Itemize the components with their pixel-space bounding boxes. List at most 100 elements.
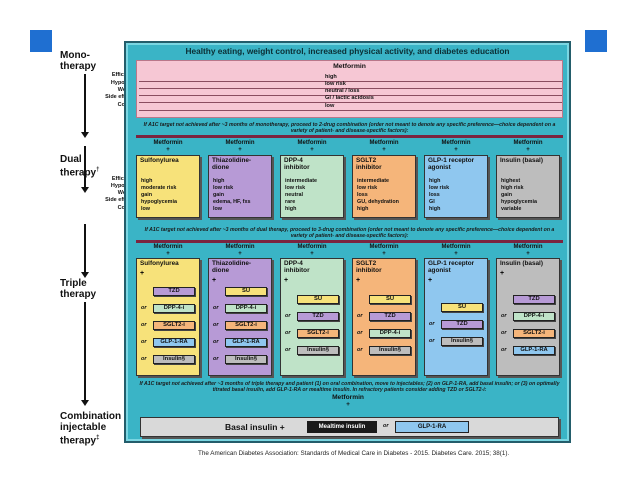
dual-drug-value: GI	[429, 199, 435, 205]
arrow-triple-combo	[81, 302, 89, 406]
mono-guide-line	[139, 102, 562, 103]
triple-option-chip: Insulin§	[297, 346, 339, 355]
basal-insulin-label: Basal insulin +	[225, 422, 285, 432]
triple-option-chip: DPP-4-i	[153, 304, 195, 313]
triple-plus: +	[428, 276, 433, 284]
corner-square-right	[585, 30, 607, 52]
triple-option-chip: SGLT2-i	[513, 329, 555, 338]
triple-or: or	[429, 338, 435, 344]
dual-drug-value: intermediate	[357, 178, 390, 184]
stage-mono: Mono- therapy	[60, 50, 97, 72]
arrow-dual-triple	[81, 224, 89, 278]
separator-1	[136, 135, 563, 138]
triple-option-chip: TZD	[153, 287, 195, 296]
dual-drug-value: high	[285, 206, 297, 212]
dual-drug-name: SGLT2 inhibitor	[356, 157, 382, 171]
frame-title: Healthy eating, weight control, increase…	[185, 46, 510, 56]
triple-drug-name: Sulfonylurea	[140, 260, 179, 267]
triple-option-chip: DPP-4-i	[513, 312, 555, 321]
triple-option-chip: GLP-1-RA	[153, 338, 195, 347]
dual-column: Metformin + SGLT2 inhibitor intermediate lo…	[352, 140, 416, 220]
triple-or: or	[285, 313, 291, 319]
mono-value: GI / lactic acidosis	[325, 95, 374, 101]
dual-drug-value: loss	[357, 192, 368, 198]
mealtime-insulin-chip: Mealtime insulin	[307, 421, 377, 433]
note-to-dual: If A1C target not achieved after ~3 mont…	[143, 122, 556, 134]
note-to-combo: If A1C target not achieved after ~3 mont…	[139, 381, 560, 393]
triple-option-chip: DPP-4-i	[369, 329, 411, 338]
dual-drug-value: gain	[141, 192, 153, 198]
dual-drug-value: edema, HF, fxs	[213, 199, 251, 205]
triple-or: or	[357, 347, 363, 353]
dual-drug-value: high	[213, 178, 225, 184]
triple-or: or	[213, 356, 219, 362]
dual-drug-value: variable	[501, 206, 522, 212]
triple-option-chip: TZD	[369, 312, 411, 321]
mono-value: low	[325, 103, 335, 109]
arrow-mono-dual-lower	[81, 146, 89, 193]
triple-drug-name: SGLT2 inhibitor	[356, 260, 382, 274]
dual-drug-value: low	[141, 206, 150, 212]
triple-option-chip: SGLT2-i	[297, 329, 339, 338]
triple-option-chip: SU	[225, 287, 267, 296]
mono-guide-line	[139, 95, 562, 96]
mono-row-label: Efficacy†	[82, 72, 136, 78]
triple-plus: +	[284, 276, 289, 284]
triple-or: or	[141, 322, 147, 328]
triple-or: or	[357, 313, 363, 319]
triple-drug-name: Thiazolidine- dione	[212, 260, 252, 274]
triple-plus: +	[212, 276, 217, 284]
triple-option-chip: TZD	[441, 320, 483, 329]
triple-or: or	[357, 330, 363, 336]
citation: The American Diabetes Association: Stand…	[198, 450, 510, 457]
combo-or: or	[383, 423, 389, 429]
triple-option-chip: SU	[297, 295, 339, 304]
dual-drug-name: DPP-4 inhibitor	[284, 157, 310, 171]
mono-value: low risk	[325, 81, 346, 87]
triple-or: or	[285, 347, 291, 353]
dual-drug-value: intermediate	[285, 178, 318, 184]
algorithm-frame: Healthy eating, weight control, increase…	[124, 41, 571, 443]
dual-drug-value: low risk	[429, 185, 450, 191]
triple-or: or	[285, 330, 291, 336]
triple-option-chip: SU	[369, 295, 411, 304]
dual-row-label: Efficacy†	[82, 176, 136, 182]
dual-drug-value: high	[141, 178, 153, 184]
triple-option-chip: DPP-4-i	[225, 304, 267, 313]
dual-metformin-plus: Metformin +	[369, 140, 399, 153]
dual-metformin-plus: Metformin +	[441, 140, 471, 153]
triple-or: or	[501, 330, 507, 336]
triple-option-chip: SU	[441, 303, 483, 312]
dual-metformin-plus: Metformin +	[225, 140, 255, 153]
dual-drug-value: GU, dehydration	[357, 199, 399, 205]
mono-row-label: Side effects	[105, 94, 136, 100]
triple-or: or	[501, 347, 507, 353]
triple-drug-name: Insulin (basal)	[500, 260, 543, 267]
mono-guide-line	[139, 81, 562, 82]
triple-or: or	[501, 313, 507, 319]
triple-option-chip: SGLT2-i	[153, 321, 195, 330]
triple-option-chip: TZD	[513, 295, 555, 304]
arrow-mono-dual	[81, 74, 89, 138]
triple-option-chip: GLP-1-RA	[513, 346, 555, 355]
triple-metformin-plus: Metformin +	[369, 244, 399, 257]
dual-drug-value: low risk	[213, 185, 234, 191]
triple-plus: +	[140, 269, 145, 277]
stage-combo: Combination injectable therapy‡	[60, 411, 122, 447]
